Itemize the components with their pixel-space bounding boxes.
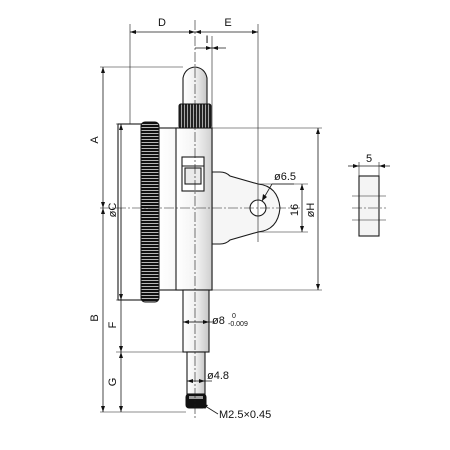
- dim-16-label: 16: [289, 204, 301, 216]
- top-dimensions: D E I: [129, 17, 259, 242]
- dim-E-label: E: [224, 17, 231, 29]
- stem-dimension: ø8 0 -0.009: [183, 313, 248, 328]
- dim-stem-tol-lower: -0.009: [228, 321, 248, 328]
- dim-stem-label: ø8: [212, 315, 225, 327]
- dim-D-label: D: [158, 17, 166, 29]
- indicator-body: [158, 127, 213, 291]
- dim-lug-thickness-label: 5: [366, 153, 372, 165]
- dim-H-label: øH: [305, 203, 317, 218]
- spindle: [186, 351, 206, 395]
- dial-bezel: [117, 121, 160, 303]
- dim-spindle-label: ø4.8: [207, 370, 229, 382]
- dim-G-label: G: [107, 378, 119, 387]
- dim-lug-hole-label: ø6.5: [274, 171, 296, 183]
- dim-C-label: øC: [107, 203, 119, 218]
- dim-stem-tol-upper: 0: [232, 313, 236, 320]
- knurled-bezel: [140, 121, 160, 303]
- dim-A-label: A: [89, 136, 101, 144]
- left-dimensions: A B øC F G: [89, 66, 186, 413]
- right-dimensions: øH 16 ø6.5: [212, 127, 322, 291]
- lug-side-view: 5: [348, 153, 390, 237]
- dim-thread-label: M2.5×0.45: [219, 409, 271, 421]
- stem: [182, 289, 210, 409]
- spindle-dimension: ø4.8: [187, 370, 229, 383]
- dim-F-label: F: [107, 321, 119, 328]
- dim-I-label: I: [205, 34, 208, 46]
- dim-B-label: B: [89, 314, 101, 321]
- thread-callout: M2.5×0.45: [201, 403, 271, 421]
